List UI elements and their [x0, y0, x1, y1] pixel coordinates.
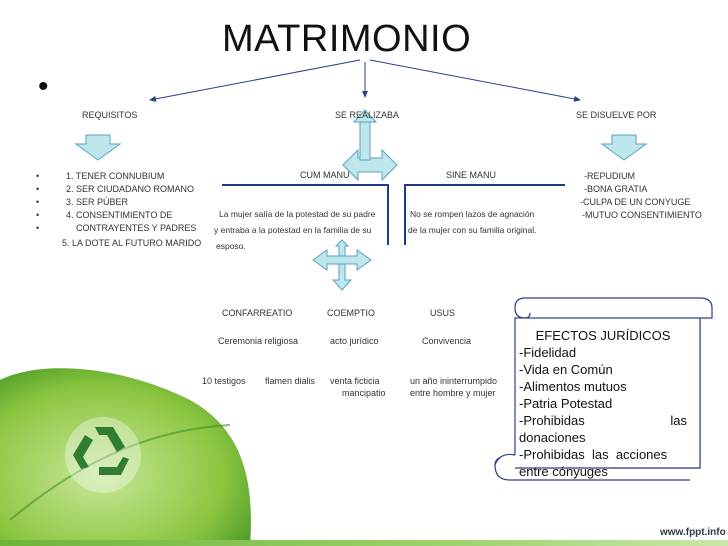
disuelve-item: -BONA GRATIA	[584, 184, 648, 194]
sine-manu-label: SINE MANU	[446, 170, 497, 180]
requisito-text: 1. TENER CONNUBIUM	[66, 171, 165, 181]
efectos-box: EFECTOS JURÍDICOS -Fidelidad -Vida en Co…	[519, 327, 687, 480]
slide-bullet: •	[38, 70, 49, 103]
coemptio-label: COEMPTIO	[327, 308, 376, 318]
bullet-dot: •	[36, 223, 40, 233]
efecto-las: las	[670, 413, 687, 428]
header-requisitos: REQUISITOS	[82, 110, 138, 120]
header-se-disuelve: SE DISUELVE POR	[576, 110, 657, 120]
cum-manu-line: y entraba a la potestad en la familia de…	[214, 225, 372, 235]
sine-manu-line: de la mujer con su familia original.	[408, 225, 537, 235]
disuelve-item: -REPUDIUM	[584, 171, 635, 181]
efecto-patria: -Patria Potestad	[519, 396, 613, 411]
efectos-title: EFECTOS JURÍDICOS	[535, 328, 671, 343]
leaf-shape	[0, 368, 251, 546]
requisito-extra: 5. LA DOTE AL FUTURO MARIDO	[62, 238, 202, 248]
coemptio-desc: acto jurídico	[330, 336, 379, 346]
footer-logo: www.fppt.info	[660, 527, 726, 538]
bottom-bar	[0, 540, 728, 546]
bullet-dot: •	[36, 171, 40, 181]
scroll-shape	[494, 297, 713, 481]
usus-label: USUS	[430, 308, 456, 318]
bullet-dot: •	[36, 197, 40, 207]
cum-manu-line: esposo.	[216, 241, 246, 251]
down-arrow-left	[74, 134, 122, 161]
requisito-item: • CONTRAYENTES Y PADRES	[36, 222, 226, 235]
usus-desc: Convivencia	[422, 336, 472, 346]
cum-manu-label: CUM MANU	[300, 170, 350, 180]
bullet-dot: •	[36, 210, 40, 220]
cum-manu-text: La mujer salía de la potestad de su padr…	[214, 206, 375, 254]
requisito-text: 3. SER PÚBER	[66, 197, 129, 207]
requisito-item: • 4. CONSENTIMIENTO DE	[36, 209, 226, 222]
coemptio-detail-2: mancipatio	[342, 388, 386, 398]
cum-manu-line: La mujer salía de la potestad de su padr…	[219, 209, 376, 219]
confarreatio-detail-b: flamen dialis	[265, 376, 316, 386]
requisito-text: CONTRAYENTES Y PADRES	[76, 223, 197, 233]
requisitos-list: • 1. TENER CONNUBIUM • 2. SER CIUDADANO RO…	[36, 170, 226, 235]
sine-manu-line: No se rompen lazos de agnación	[410, 209, 535, 219]
requisito-item: • 3. SER PÚBER	[36, 196, 226, 209]
requisito-item: • 2. SER CIUDADANO ROMANO	[36, 183, 226, 196]
disuelve-item: -MUTUO CONSENTIMIENTO	[582, 210, 702, 220]
bullet-dot: •	[36, 184, 40, 194]
efecto-fidelidad: -Fidelidad	[519, 345, 577, 360]
header-se-realizaba: SE REALIZABA	[335, 110, 400, 120]
efecto-entre: entre cónyuges	[519, 464, 608, 479]
confarreatio-desc: Ceremonia religiosa	[218, 336, 299, 346]
efecto-vida: -Vida en Común	[519, 362, 613, 377]
disuelve-list: -REPUDIUM -BONA GRATIA -CULPA DE UN CONY…	[580, 170, 702, 222]
efecto-alimentos: -Alimentos mutuos	[519, 379, 627, 394]
usus-detail-1: un año ininterrumpido	[410, 376, 498, 386]
efecto-prohibidas-b: -Prohibidas las acciones	[519, 447, 668, 462]
requisito-text: 2. SER CIUDADANO ROMANO	[66, 184, 195, 194]
coemptio-detail-1: venta ficticia	[330, 376, 380, 386]
bottom-arrow	[312, 239, 372, 291]
usus-detail-2: entre hombre y mujer	[410, 388, 496, 398]
requisito-item: • 1. TENER CONNUBIUM	[36, 170, 226, 183]
leaf-vein	[9, 424, 231, 521]
down-arrow-right	[600, 134, 648, 161]
slide-title: MATRIMONIO	[222, 18, 472, 60]
disuelve-item: -CULPA DE UN CONYUGE	[580, 197, 691, 207]
efecto-prohibidas-a: -Prohibidas	[519, 413, 585, 428]
confarreatio-detail-a: 10 testigos	[202, 376, 246, 386]
four-way-arrow	[342, 109, 398, 182]
confarreatio-label: CONFARREATIO	[222, 308, 293, 318]
recycle-icon	[65, 417, 141, 493]
efecto-donaciones: donaciones	[519, 430, 586, 445]
requisito-text: 4. CONSENTIMIENTO DE	[66, 210, 173, 220]
efecto-prohibidas-line: -Prohibidas las	[519, 412, 687, 429]
sine-manu-text: No se rompen lazos de agnación de la muj…	[408, 206, 537, 238]
